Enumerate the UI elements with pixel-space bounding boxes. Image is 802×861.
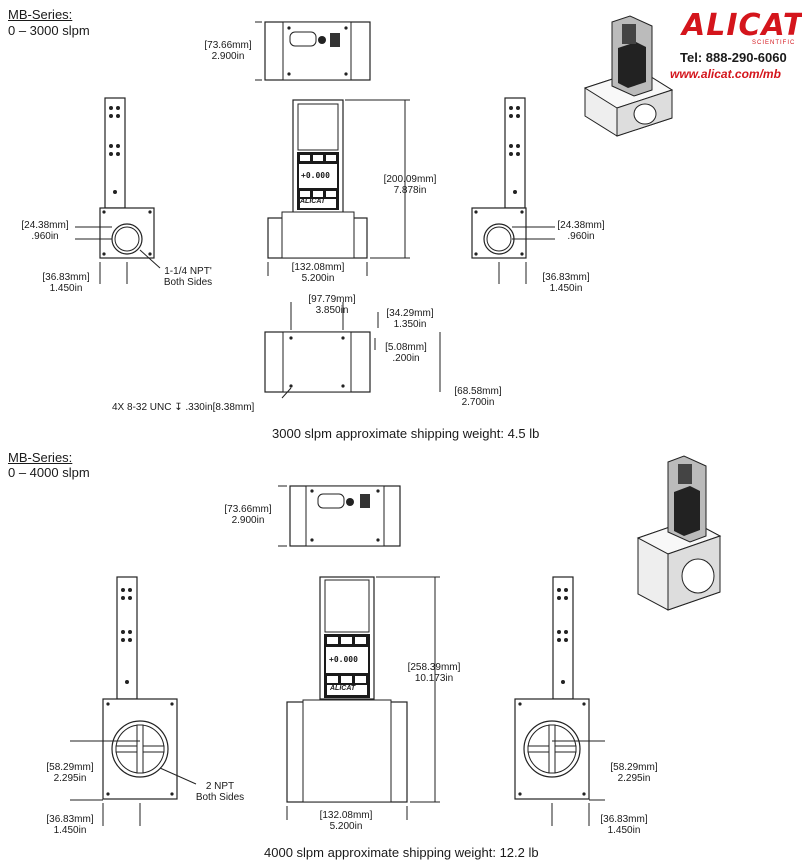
dim-mm: [36.83mm] xyxy=(542,272,590,283)
s2-right-width-dim: [36.83mm] 1.450in xyxy=(594,814,654,836)
dim-mm: [200.09mm] xyxy=(383,174,437,185)
dim-in: .960in xyxy=(567,231,595,242)
dim-mm: [258.39mm] xyxy=(407,662,461,673)
dim-in: 5.200in xyxy=(329,821,363,832)
dim-mm: [97.79mm] xyxy=(308,294,356,305)
s1-bottom-dim-a: [97.79mm] 3.850in xyxy=(300,294,364,316)
dim-mm: [58.29mm] xyxy=(46,762,94,773)
dim-in: 3.850in xyxy=(315,305,349,316)
dim-in: 2.900in xyxy=(231,515,265,526)
brand-logo: ALICAT xyxy=(682,8,802,43)
s2-left-width-dim: [36.83mm] 1.450in xyxy=(40,814,100,836)
dim-mm: [68.58mm] xyxy=(454,386,502,397)
port-note-line: Both Sides xyxy=(163,277,213,288)
s2-height-dim: [258.39mm] 10.173in xyxy=(402,662,466,684)
s2-display-logo: ALICAT xyxy=(330,685,356,692)
brand-phone: Tel: 888-290-6060 xyxy=(680,50,787,65)
s1-bottom-dim-d: [68.58mm] 2.700in xyxy=(448,386,508,408)
dim-in: 2.700in xyxy=(461,397,495,408)
dim-mm: [73.66mm] xyxy=(224,504,272,515)
dim-in: 1.450in xyxy=(607,825,641,836)
dim-in: 2.900in xyxy=(211,51,245,62)
dim-mm: [73.66mm] xyxy=(204,40,252,51)
s1-product-iso xyxy=(583,15,674,137)
s2-product-iso xyxy=(636,455,722,611)
dim-in: 7.878in xyxy=(393,185,427,196)
s1-bottom-dim-c: [5.08mm] .200in xyxy=(380,342,432,364)
dim-mm: [5.08mm] xyxy=(385,342,427,353)
dim-mm: [24.38mm] xyxy=(21,220,69,231)
dim-mm: [36.83mm] xyxy=(600,814,648,825)
s2-right-view xyxy=(514,576,605,826)
dim-in: .200in xyxy=(392,353,420,364)
s1-right-port-dim: [24.38mm] .960in xyxy=(552,220,610,242)
s1-thread-note: 4X 8-32 UNC ↧ .330in[8.38mm] xyxy=(112,402,255,413)
s1-bottom-view xyxy=(264,302,441,399)
s2-front-view xyxy=(286,576,440,820)
s1-display-reading: +0.000 xyxy=(301,171,330,180)
s2-top-dim: [73.66mm] 2.900in xyxy=(218,504,278,526)
s1-height-dim: [200.09mm] 7.878in xyxy=(380,174,440,196)
s2-port-note: 2 NPT Both Sides xyxy=(190,781,250,803)
s1-weight: 3000 slpm approximate shipping weight: 4… xyxy=(272,426,540,441)
s1-width-dim: [132.08mm] 5.200in xyxy=(288,262,348,284)
brand-logo-subtext: SCIENTIFIC xyxy=(752,40,796,46)
s1-title: MB-Series: xyxy=(8,7,73,22)
s2-display-reading: +0.000 xyxy=(329,655,358,664)
s2-right-port-dim: [58.29mm] 2.295in xyxy=(604,762,664,784)
s1-bottom-dim-b: [34.29mm] 1.350in xyxy=(380,308,440,330)
s1-right-view xyxy=(471,97,555,284)
dim-in: 5.200in xyxy=(301,273,335,284)
dim-in: .960in xyxy=(31,231,59,242)
dim-in: 1.350in xyxy=(393,319,427,330)
dim-in: 2.295in xyxy=(617,773,651,784)
s2-range: 0 – 4000 slpm xyxy=(8,465,90,480)
s2-width-dim: [132.08mm] 5.200in xyxy=(316,810,376,832)
dim-in: 1.450in xyxy=(49,283,83,294)
dim-mm: [36.83mm] xyxy=(42,272,90,283)
s2-left-view xyxy=(70,576,197,826)
dim-mm: [132.08mm] xyxy=(291,262,345,273)
dim-in: 10.173in xyxy=(414,673,454,684)
port-note-line: Both Sides xyxy=(195,792,245,803)
dim-mm: [58.29mm] xyxy=(610,762,658,773)
brand-website[interactable]: www.alicat.com/mb xyxy=(670,67,781,81)
port-note-line: 1-1/4 NPT' xyxy=(164,266,212,277)
s1-display-logo: ALICAT xyxy=(300,198,326,205)
s1-port-note: 1-1/4 NPT' Both Sides xyxy=(158,266,218,288)
port-note-line: 2 NPT xyxy=(205,781,235,792)
dim-mm: [34.29mm] xyxy=(386,308,434,319)
dim-mm: [36.83mm] xyxy=(46,814,94,825)
dim-mm: [24.38mm] xyxy=(557,220,605,231)
s1-left-view xyxy=(75,97,161,284)
s2-top-view xyxy=(278,485,401,547)
s1-front-view xyxy=(267,99,410,276)
s2-left-port-dim: [58.29mm] 2.295in xyxy=(40,762,100,784)
s1-left-width-dim: [36.83mm] 1.450in xyxy=(36,272,96,294)
s1-right-width-dim: [36.83mm] 1.450in xyxy=(536,272,596,294)
dim-in: 1.450in xyxy=(549,283,583,294)
s1-left-port-dim: [24.38mm] .960in xyxy=(16,220,74,242)
s1-range: 0 – 3000 slpm xyxy=(8,23,90,38)
dim-in: 1.450in xyxy=(53,825,87,836)
s1-top-dim: [73.66mm] 2.900in xyxy=(198,40,258,62)
dim-in: 2.295in xyxy=(53,773,87,784)
s2-weight: 4000 slpm approximate shipping weight: 1… xyxy=(264,845,539,860)
s1-top-view xyxy=(255,21,371,81)
dim-mm: [132.08mm] xyxy=(319,810,373,821)
s2-title: MB-Series: xyxy=(8,450,73,465)
